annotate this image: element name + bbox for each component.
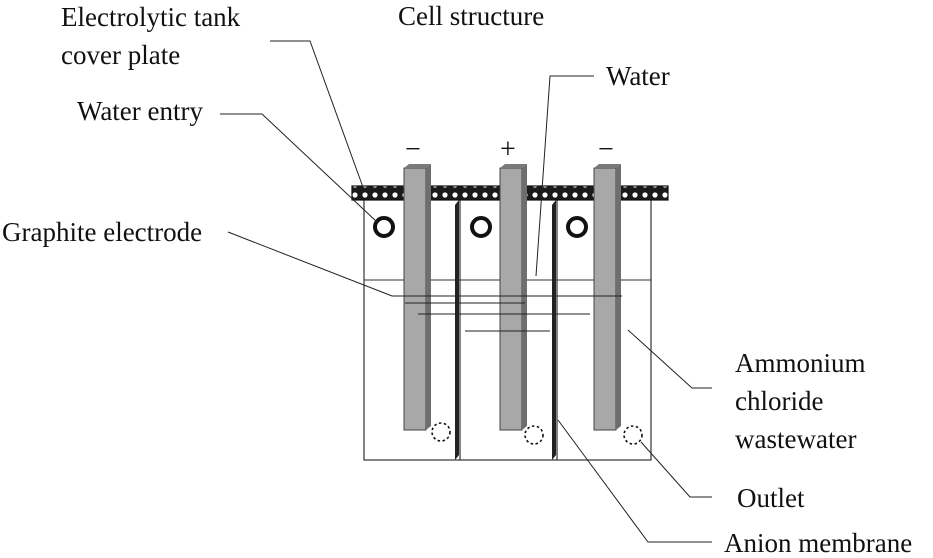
anion-membrane-label: Anion membrane — [724, 528, 913, 558]
cover-plate-label-line-2: cover plate — [61, 40, 181, 70]
wastewater-label-line-3: wastewater — [735, 424, 857, 454]
electrode-sign-left: − — [405, 134, 421, 165]
wastewater-label-line-1: Ammonium — [735, 348, 866, 378]
electrode-sign-middle: + — [500, 134, 516, 165]
anion-membrane-right — [552, 200, 556, 460]
outlet-leader-line — [640, 441, 712, 498]
anion-membrane-left — [455, 200, 459, 460]
graphite-electrode-middle — [499, 164, 527, 431]
wastewater-leader-line — [627, 329, 712, 389]
outlet-right — [623, 425, 643, 445]
graphite-electrode-label: Graphite electrode — [2, 217, 203, 247]
anion-membrane-leader-line — [557, 419, 712, 543]
water-entry-hole-middle — [470, 216, 492, 238]
outlet-middle — [524, 425, 544, 445]
cover-plate-label: Electrolytic tank cover plate — [61, 0, 240, 74]
outlet-label: Outlet — [737, 483, 805, 513]
water-entry-hole-right — [566, 216, 588, 238]
water-entry-leader-line — [220, 113, 378, 223]
water-entry-label: Water entry — [77, 96, 204, 126]
wastewater-label: Ammonium chloride wastewater — [735, 344, 866, 458]
graphite-electrode-leader-lines — [227, 231, 622, 332]
wastewater-label-line-2: chloride — [735, 386, 824, 416]
graphite-electrode-right — [593, 164, 621, 431]
diagram-title: Cell structure — [398, 1, 545, 31]
water-entry-hole-left — [373, 216, 395, 238]
cover-plate-leader-line — [270, 40, 365, 191]
graphite-electrode-left — [403, 164, 431, 431]
outlet-left — [431, 422, 451, 442]
water-label: Water — [606, 61, 670, 91]
water-leader-line — [535, 75, 594, 277]
electrode-sign-right: − — [598, 134, 614, 165]
cover-plate-label-line-1: Electrolytic tank — [61, 2, 241, 32]
